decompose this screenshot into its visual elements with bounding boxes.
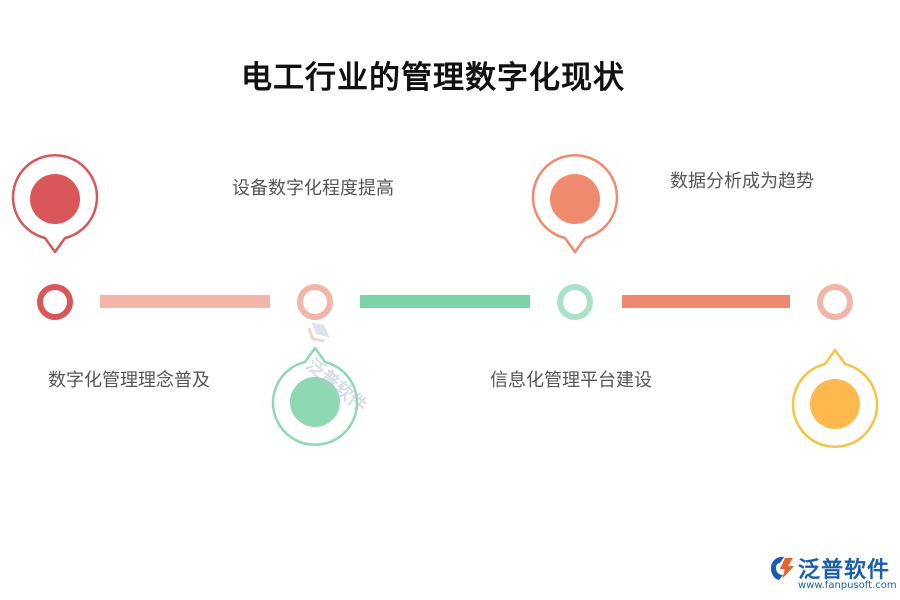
timeline-node-4 — [817, 284, 853, 320]
connector-bar-2 — [360, 295, 530, 308]
pin-marker-2 — [271, 346, 359, 447]
brand-logo: 泛普软件 www.fanpusoft.com — [768, 552, 897, 598]
connector-bar-3 — [622, 295, 790, 308]
pin-marker-4 — [791, 348, 879, 449]
pin-marker-3 — [531, 153, 619, 254]
brand-logo-url: www.fanpusoft.com — [798, 580, 897, 591]
brand-logo-icon — [771, 556, 794, 580]
step-label-2: 设备数字化程度提高 — [232, 178, 394, 199]
timeline-node-3 — [557, 284, 593, 320]
step-label-1: 数字化管理理念普及 — [48, 370, 210, 391]
step-label-4: 数据分析成为趋势 — [670, 171, 814, 192]
watermark: 泛普软件 — [260, 312, 387, 439]
timeline-node-2 — [297, 284, 333, 320]
page-title: 电工行业的管理数字化现状 — [241, 60, 625, 96]
connector-bar-1 — [100, 295, 270, 308]
timeline-node-1 — [37, 284, 73, 320]
step-label-3: 信息化管理平台建设 — [490, 370, 652, 391]
brand-logo-name: 泛普软件 — [798, 558, 891, 583]
watermark-logo-icon — [307, 322, 330, 343]
watermark-text: 泛普软件 — [302, 354, 371, 417]
pin-marker-1 — [11, 153, 99, 254]
